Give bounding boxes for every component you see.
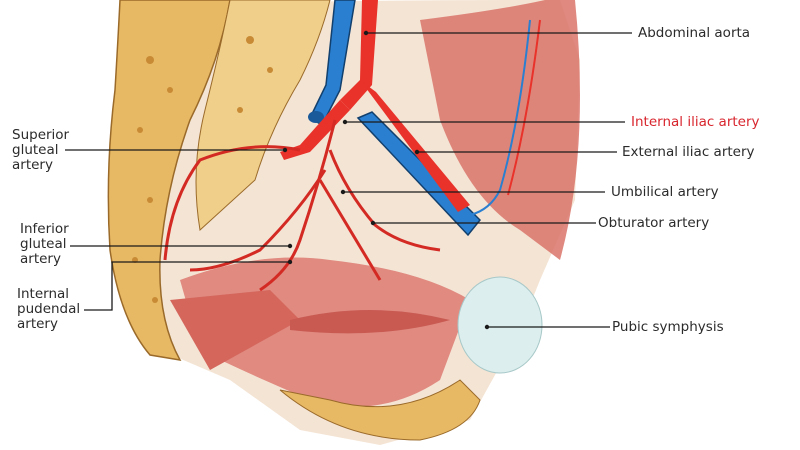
label-obturator-artery: Obturator artery: [598, 215, 710, 231]
label-abdominal-aorta: Abdominal aorta: [638, 25, 751, 41]
vertebra-bone: [195, 0, 331, 231]
piriformis-muscle: [170, 290, 300, 370]
external-iliac-vein: [356, 111, 482, 237]
leader-internal-pudendal: [84, 261, 290, 311]
internal-iliac-artery-shape: [280, 100, 350, 160]
epigastric-artery: [507, 19, 541, 196]
label-umbilical-artery: Umbilical artery: [611, 184, 719, 200]
epigastric-vessel: [469, 19, 531, 216]
bone-texture: [132, 36, 273, 303]
sacrum-bone: [107, 0, 231, 361]
external-iliac-artery-shape: [360, 80, 470, 212]
artery-branches: [163, 119, 441, 292]
label-internal-iliac-artery: Internal iliac artery: [631, 114, 760, 130]
pelvic-bone-lower: [279, 379, 481, 441]
levator-muscle: [290, 310, 450, 334]
label-inferior-gluteal-artery: Inferior gluteal artery: [20, 221, 69, 267]
pubic-symphysis-shape: [457, 276, 543, 374]
label-internal-pudendal-artery: Internal pudendal artery: [17, 286, 81, 332]
abdominal-aorta-shape: [340, 0, 378, 110]
label-pubic-symphysis: Pubic symphysis: [612, 319, 724, 335]
vein-cut-end: [308, 111, 324, 123]
abdominal-wall-muscle: [420, 0, 580, 260]
label-superior-gluteal-artery: Superior gluteal artery: [12, 127, 70, 173]
leader-dots: [282, 30, 490, 330]
label-external-iliac-artery: External iliac artery: [622, 144, 755, 160]
leader-lines: [65, 32, 632, 328]
